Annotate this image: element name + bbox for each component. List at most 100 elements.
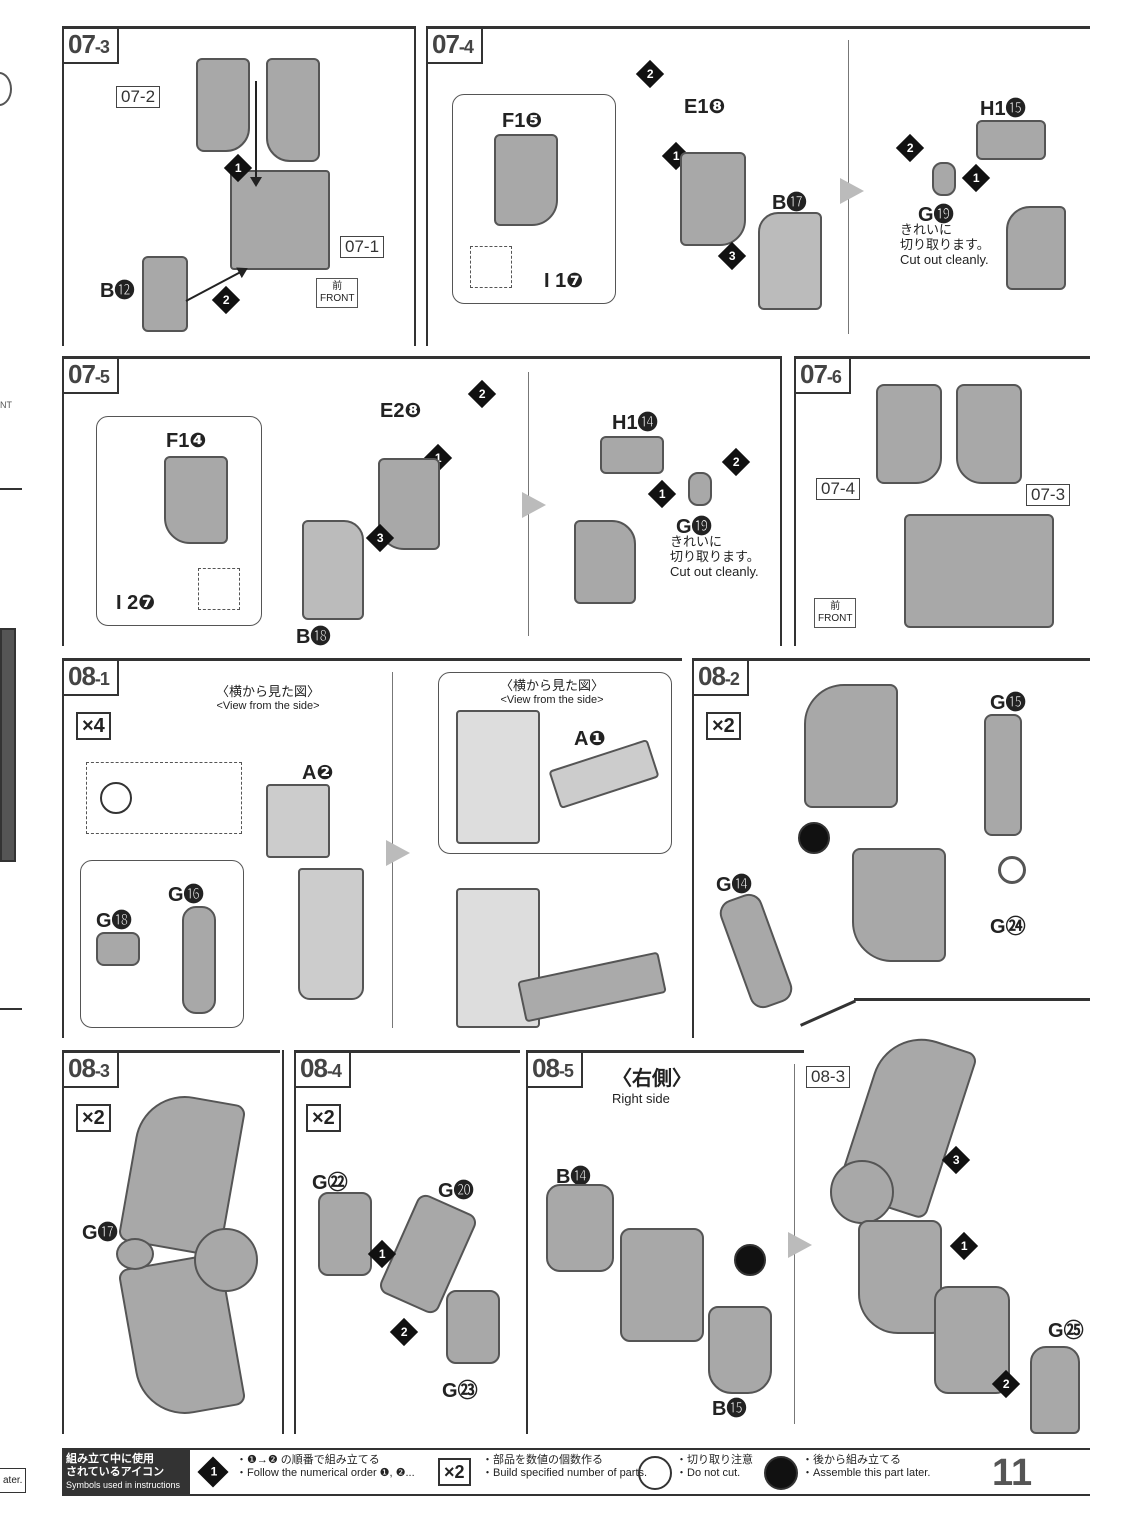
step-num-2: 2	[211, 285, 241, 315]
part-label-b14: B⓮	[556, 1166, 591, 1188]
shoulder-armor-right	[266, 58, 320, 162]
torso-block	[230, 170, 330, 270]
left-edge-dark-panel	[0, 628, 16, 862]
claw-arm-08-5	[620, 1228, 704, 1342]
legend-do-not-cut-text: ・切り取り注意・Do not cut.	[676, 1454, 753, 1479]
leg-07-6-left	[876, 384, 942, 484]
frame-08-1-final	[456, 888, 540, 1028]
arrow-07-3-down	[255, 81, 257, 185]
leg-f1-4-assembled	[378, 458, 440, 550]
row3-left-rule	[62, 658, 64, 1038]
row1-divider	[414, 26, 416, 346]
leg-f1-assembled	[680, 152, 746, 246]
step-tag-08-5: 08-5	[528, 1053, 583, 1088]
legend-multiplier-icon: ×2	[438, 1458, 471, 1486]
part-g17-shape	[116, 1238, 154, 1270]
row2-top-rule	[62, 356, 780, 359]
legend-heading: 組み立て中に使用 されているアイコン Symbols used in instr…	[62, 1450, 190, 1494]
part-label-g16: G⓰	[168, 884, 204, 906]
part-label-g23: G㉓	[442, 1380, 478, 1402]
row4-diagonal	[800, 999, 857, 1027]
step-tag-08-2: 08-2	[694, 661, 749, 696]
part-g14-shape	[715, 889, 797, 1013]
shoulder-armor-left	[196, 58, 250, 152]
row4-left-rule	[62, 1050, 64, 1434]
left-edge-rule-2	[0, 1008, 22, 1010]
inset-07-5	[96, 416, 262, 626]
part-g23-shape	[446, 1290, 500, 1364]
step-num-2: 2	[467, 379, 497, 409]
part-g15-shape	[984, 714, 1022, 836]
claw-hub-08-3	[194, 1228, 258, 1292]
multiplier-x2: ×2	[306, 1104, 341, 1132]
part-b18-shape	[302, 520, 364, 620]
step-tag-08-1: 08-1	[64, 661, 119, 696]
play-arrow-08-1	[386, 840, 410, 866]
part-g16-shape	[182, 906, 216, 1014]
left-edge-circle	[0, 72, 12, 106]
row3-top-rule	[62, 658, 682, 661]
part-label-e1-8: E1❽	[684, 96, 726, 118]
row4-top-rule	[62, 1050, 280, 1053]
part-label-g19-2: G⓳	[676, 516, 712, 538]
part-label-h1-14: H1⓮	[612, 412, 658, 434]
row4-divider-2	[294, 1050, 296, 1434]
part-label-f1-4: F1❹	[166, 430, 207, 452]
ref-box-07-1: 07-1	[340, 236, 385, 258]
part-label-g25: G㉕	[1048, 1320, 1084, 1342]
part-label-g15: G⓯	[990, 692, 1026, 714]
part-g25-shape	[1030, 1346, 1080, 1434]
part-b14-shape	[546, 1184, 614, 1272]
row3-divider	[692, 658, 694, 1038]
part-label-b18: B⓲	[296, 626, 331, 648]
part-a2-shape	[266, 784, 330, 858]
gate-detail-box	[470, 246, 512, 288]
legend-assemble-later-text: ・後から組み立てる・Assemble this part later.	[802, 1454, 931, 1479]
part-label-e2-8: E2❽	[380, 400, 422, 422]
cut-note-07-4: きれいに切り取ります。Cut out cleanly.	[900, 222, 990, 267]
assemble-later-icon	[798, 822, 830, 854]
ref-box-07-4: 07-4	[816, 478, 861, 500]
left-edge-rule	[0, 488, 22, 490]
part-b12-shape	[142, 256, 188, 332]
multiplier-x4: ×4	[76, 712, 111, 740]
step-tag-08-4: 08-4	[296, 1053, 351, 1088]
part-label-g20: G⓴	[438, 1180, 474, 1202]
part-label-g22: G㉒	[312, 1172, 348, 1194]
armor-08-5-right	[934, 1286, 1010, 1394]
part-label-g24: G㉔	[990, 916, 1026, 938]
step-tag-07-6: 07-6	[796, 359, 851, 394]
part-f1-4-shape	[164, 456, 228, 544]
part-label-g18: G⓲	[96, 910, 132, 932]
legend-assemble-later-icon	[764, 1456, 798, 1490]
step-num-2: 2	[895, 133, 925, 163]
part-g18-shape	[96, 932, 140, 966]
legend-order-text: ・❶→❷ の順番で組み立てる・Follow the numerical orde…	[236, 1454, 415, 1479]
play-arrow-07-5	[522, 492, 546, 518]
page-number: 11	[992, 1452, 1033, 1494]
claw-08-5-hub	[830, 1160, 894, 1224]
part-label-b15: B⓯	[712, 1398, 747, 1420]
part-g24-shape	[998, 856, 1026, 884]
play-arrow-08-5	[788, 1232, 812, 1258]
step-num-2: 2	[635, 59, 665, 89]
multiplier-x2: ×2	[76, 1104, 111, 1132]
row4-top-rule-2	[294, 1050, 520, 1053]
step-num-2: 2	[721, 447, 751, 477]
assemble-later-icon-2	[734, 1244, 766, 1276]
view-label-08-1-left: 〈横から見た図〉<View from the side>	[216, 684, 321, 712]
legend-do-not-cut-icon	[638, 1456, 672, 1490]
part-label-a1: A❶	[574, 728, 606, 750]
part-label-h1-15: H1⓯	[980, 98, 1026, 120]
row4-top-rule-4	[854, 998, 1090, 1001]
part-label-b12: B⓬	[100, 280, 135, 302]
part-label-i1-7: I 1❼	[544, 270, 584, 292]
row1-divider-2	[426, 26, 428, 346]
torso-07-6	[904, 514, 1054, 628]
step-tag-07-5: 07-5	[64, 359, 119, 394]
cut-note-07-5: きれいに切り取ります。Cut out cleanly.	[670, 534, 760, 579]
step-tag-08-3: 08-3	[64, 1053, 119, 1088]
left-edge-later-text: ater.	[0, 1468, 27, 1493]
part-b17-shape	[758, 212, 822, 310]
row1-top-rule-2	[426, 26, 1090, 29]
